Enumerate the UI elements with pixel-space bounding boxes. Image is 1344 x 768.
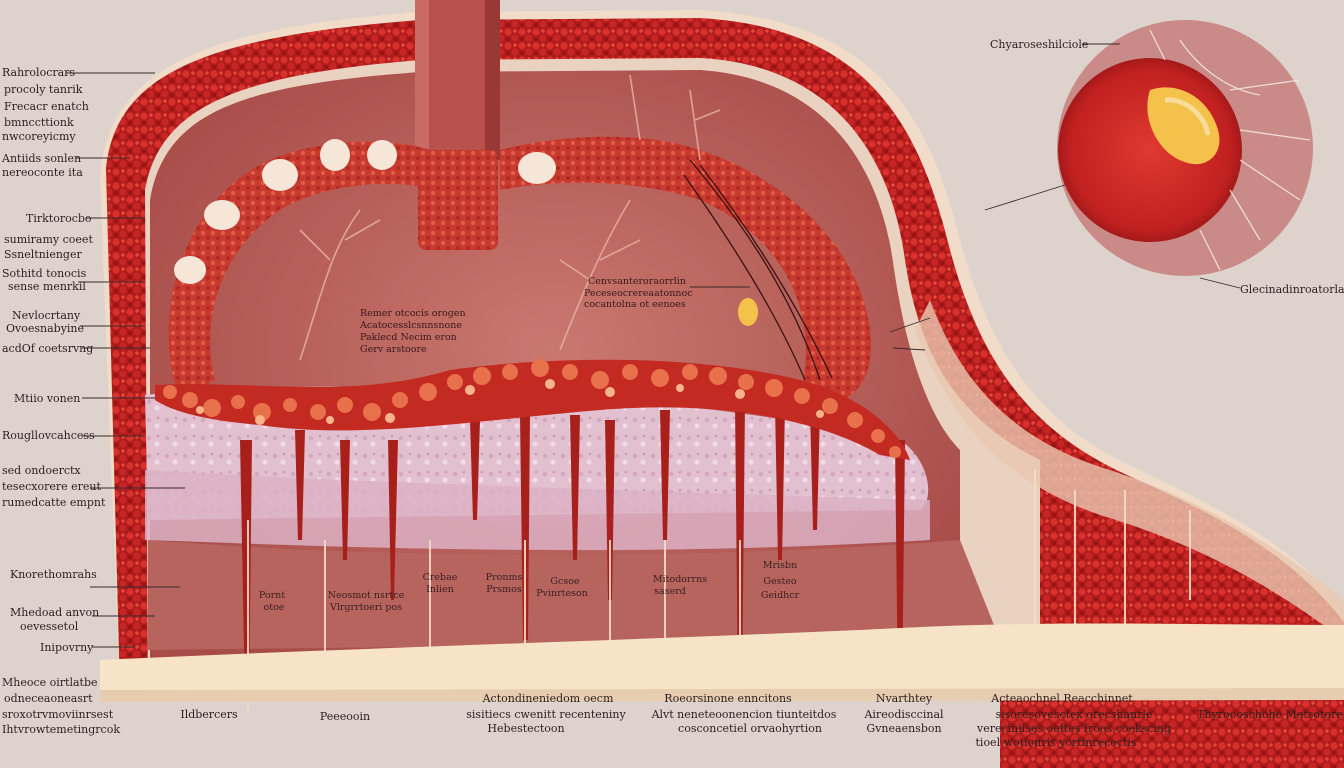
label-mid: Pornt — [258, 590, 286, 601]
label-bottom: Aireodisccinal — [864, 708, 944, 721]
label-bottom: Acteaochnel Reacchinnet — [991, 692, 1133, 705]
label-left: Mheoce oirtlatbe — [2, 676, 98, 689]
label-mid: Geidhcr — [760, 590, 800, 601]
label-mid: Pronms — [485, 572, 523, 583]
label-inner: Remer otcocis orogen — [360, 308, 466, 319]
label-left: nwcoreyicmy — [2, 130, 76, 143]
label-left: Antiids sonlen — [2, 152, 82, 165]
label-bottom: Actondineniedom oecm — [482, 692, 614, 705]
label-bottom: Roeorsinone enncitons — [664, 692, 792, 705]
label-bottom: Peeeooin — [319, 710, 371, 723]
label-mid: Neosmot nsrtce — [327, 590, 405, 601]
label-left: sroxotrvmoviinrsest — [2, 708, 114, 721]
label-left: sense menrkil — [8, 280, 86, 293]
label-mid: saserd — [654, 586, 686, 597]
label-bottom: cosconcetiel orvaohyrtion — [678, 722, 822, 735]
label-inner: Paklecd Necim eron — [360, 332, 457, 343]
label-mid: Pvinrteson — [536, 588, 588, 599]
label-bottom: Ildbercers — [180, 708, 238, 721]
label-left: bmnccttionk — [4, 116, 74, 129]
label-left: Tirktorocbo — [26, 212, 92, 225]
label-left: Rougllovcahcess — [2, 429, 95, 442]
label-mid: Mrisbn — [762, 560, 798, 571]
label-inner: Gerv arstoore — [360, 344, 427, 355]
label-left: Mtiio vonen — [14, 392, 81, 405]
label-left: sed ondoerctx — [2, 464, 81, 477]
label-left: procoly tanrik — [4, 83, 83, 96]
label-left: tesecxorere ereut — [2, 480, 101, 493]
label-bottom: Alvt neneteoonencion tiunteitdos — [651, 708, 837, 721]
label-inner: Cenvsanteroraorrlin — [588, 276, 686, 287]
label-left: oevessetol — [20, 620, 79, 633]
label-left: Ssneltnienger — [4, 248, 82, 261]
label-bottom: sisoresovesctex orecshanrle — [995, 708, 1153, 721]
label-inner: Acatocesslcsnnsnone — [360, 320, 462, 331]
label-bottom: Gvneaensbon — [866, 722, 942, 735]
label-bottom: vereciniises oeftes froos coekscing — [977, 722, 1171, 735]
label-mid: Crebae — [422, 572, 458, 583]
label-left: Mhedoad anvon — [10, 606, 100, 619]
label-left: Sothitd tonocis — [2, 267, 87, 280]
label-left: Knorethomrahs — [10, 568, 97, 581]
label-left: Frecacr enatch — [4, 100, 89, 113]
label-inner: cocantolna ot eenoes — [584, 299, 686, 310]
label-left: acdOf coetsrvng — [2, 342, 94, 355]
label-mid: Prsmos — [486, 584, 522, 595]
label-right: Chyaroseshilciole — [990, 38, 1089, 51]
label-left: Ovoesnabyine — [6, 322, 85, 335]
label-mid: Gesteo — [763, 576, 797, 587]
label-right: Glecinadinroatorlamrt — [1240, 283, 1344, 296]
label-left: Ihtvrowtemetingrcok — [2, 723, 121, 736]
label-bottom: Thyroooschohe Metsotore — [1197, 708, 1343, 721]
label-left: nereoconte ita — [2, 166, 83, 179]
label-left: Rahrolocrars — [2, 66, 76, 79]
label-mid: otoe — [263, 602, 285, 613]
label-bottom: sisitiecs cwenitt recenteniny — [466, 708, 626, 721]
label-bottom: Nvarthtey — [875, 692, 933, 705]
label-bottom: Hebestectoon — [487, 722, 565, 735]
label-left: sumiramy coeet — [4, 233, 93, 246]
label-left: Inipovrny — [40, 641, 94, 654]
label-left: Nevlocrtany — [12, 309, 81, 322]
label-left: odneceaoneasrt — [4, 692, 93, 705]
label-mid: Vlrgrrtoeri pos — [329, 602, 403, 613]
label-mid: Gcsoe — [550, 576, 580, 587]
label-inner: Peceseocrereaatonnoc — [584, 288, 693, 299]
label-left: rumedcatte empnt — [2, 496, 106, 509]
label-mid: Mitodorrns — [652, 574, 708, 585]
label-mid: Inlien — [426, 584, 454, 595]
label-bottom: tioel wotionris yortinrecectis — [975, 736, 1137, 749]
